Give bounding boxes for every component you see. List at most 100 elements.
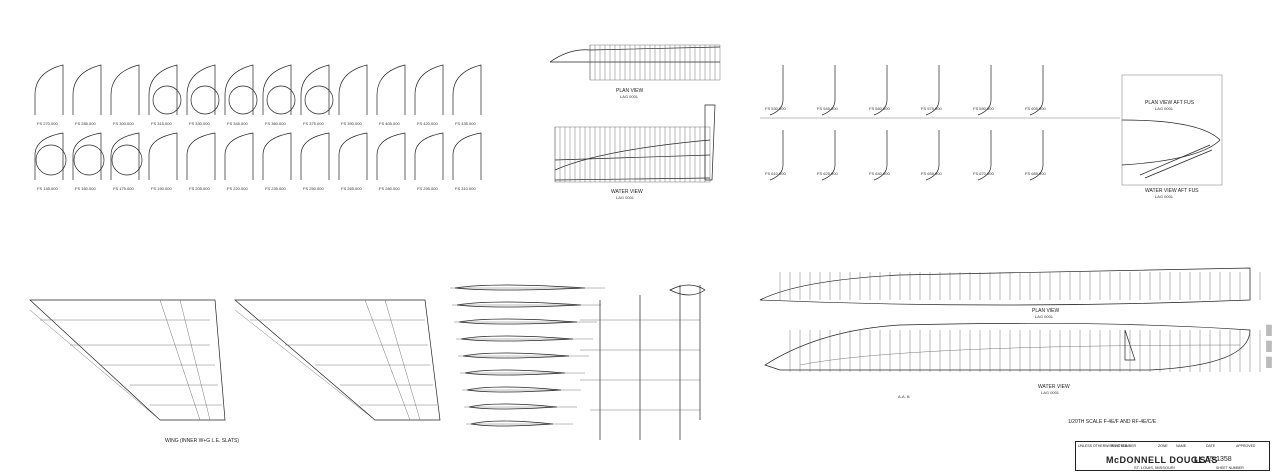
station-label: FS 220.000: [227, 186, 248, 191]
inlet-duct-circle: [35, 144, 67, 176]
lower-plan-view: PLAN VIEW LAG 0001: [759, 267, 1261, 319]
frame-station-label: FS 640.000: [869, 171, 890, 176]
unless-noted-label: UNLESS OTHERWISE NOTED: [1078, 444, 1128, 448]
station-label: FS 310.000: [455, 186, 476, 191]
airfoil-section: [468, 403, 558, 410]
airfoil-section: [460, 335, 574, 342]
station-label: FS 175.000: [113, 186, 134, 191]
frame-station-label: FS 685.000: [1025, 171, 1046, 176]
plan-view-sub: LAG 0001: [620, 94, 639, 99]
inlet-duct-circle: [304, 85, 334, 115]
frame-outline: [873, 130, 888, 181]
cross-section-outline: [414, 132, 444, 180]
lower-water-label: WATER VIEW: [1038, 384, 1070, 390]
airfoil-sections: [450, 284, 605, 427]
drawing-prefix: LS: [1194, 455, 1206, 465]
aft-water-sub: LAG 0001: [1155, 194, 1174, 199]
cross-section-outline: [376, 132, 406, 180]
upper-plan-view: PLAN VIEW LAG 0001: [549, 44, 721, 99]
frame-outline: [925, 130, 940, 181]
frame-outline: [769, 130, 784, 181]
approved-label: APPROVED: [1236, 444, 1256, 448]
station-label: FS 295.000: [417, 186, 438, 191]
cross-section-outline: [186, 64, 216, 115]
frame-station-label: FS 560.000: [869, 106, 890, 111]
frame-outline: [769, 65, 784, 116]
cross-section-outline: [262, 64, 292, 115]
frame-station-label: FS 605.000: [1025, 106, 1046, 111]
airfoil-section: [456, 301, 582, 308]
frame-outline: [1029, 130, 1044, 181]
cross-section-outline: [110, 64, 140, 115]
inlet-duct-circle: [111, 144, 143, 176]
company-name: McDONNELL DOUGLAS: [1106, 455, 1218, 465]
date-label: DATE: [1206, 444, 1216, 448]
airfoil-section: [454, 284, 586, 291]
frame-outline: [821, 65, 836, 116]
lower-water-sub: LAG 0001: [1041, 390, 1060, 395]
station-label: FS 280.000: [379, 186, 400, 191]
stab-sections: [580, 284, 706, 440]
airfoil-section: [462, 352, 570, 359]
frame-station-label: FS 545.000: [817, 106, 838, 111]
sheet-number-label: SHEET NUMBER: [1216, 466, 1244, 470]
drawing-number: 55-1358: [1206, 456, 1232, 463]
airfoil-section: [458, 318, 578, 325]
station-label: FS 265.000: [341, 186, 362, 191]
station-label: FS 190.000: [151, 186, 172, 191]
cross-section-outline: [452, 132, 482, 180]
aft-water-label: WATER VIEW AFT FUS: [1145, 188, 1199, 194]
cross-section-outline: [414, 64, 444, 115]
station-label: FS 360.000: [265, 121, 286, 126]
cross-section-outline: [224, 132, 254, 180]
company-location: ST. LOUIS, MISSOURI: [1134, 465, 1175, 470]
wing-planform-right: [234, 299, 441, 421]
cross-section-outline: [452, 64, 482, 115]
cross-section-outline: [338, 64, 368, 115]
scale-note: 1/20TH SCALE F-4E/F AND RF-4E/C/E: [1068, 419, 1157, 425]
cross-section-outline: [300, 132, 330, 180]
cross-section-outline: [224, 64, 254, 115]
station-label: FS 285.000: [75, 121, 96, 126]
station-label: FS 435.000: [455, 121, 476, 126]
airfoil-section: [466, 386, 562, 393]
frame-station-label: FS 655.000: [921, 171, 942, 176]
cross-section-outline: [186, 132, 216, 180]
wing-planform-left: [29, 299, 226, 421]
zone-label: ZONE: [1158, 444, 1168, 448]
cross-section-outline: [262, 132, 292, 180]
section-mark: A-A, B: [898, 394, 910, 399]
lower-plan-label: PLAN VIEW: [1032, 308, 1060, 314]
station-label: FS 420.000: [417, 121, 438, 126]
station-label: FS 270.000: [37, 121, 58, 126]
frame-outline: [821, 130, 836, 181]
frame-station-label: FS 530.000: [765, 106, 786, 111]
title-block: UNLESS OTHERWISE NOTED PART NUMBER ZONE …: [1075, 441, 1270, 471]
cross-section-outline: [338, 132, 368, 180]
cross-section-outline: [72, 64, 102, 115]
frame-outline: [977, 130, 992, 181]
frame-station-label: FS 670.000: [973, 171, 994, 176]
station-label: FS 145.000: [37, 186, 58, 191]
station-label: FS 315.000: [151, 121, 172, 126]
frame-outline: [977, 65, 992, 116]
station-label: FS 390.000: [341, 121, 362, 126]
lower-plan-sub: LAG 0001: [1035, 314, 1054, 319]
airfoil-section: [470, 420, 554, 427]
frame-outline: [873, 65, 888, 116]
cross-section-outline: [300, 64, 330, 115]
upper-water-view: WATER VIEW LAG 0001: [554, 104, 716, 200]
frame-station-label: FS 610.000: [765, 171, 786, 176]
inlet-duct-circle: [190, 85, 220, 115]
lower-left-caption: WING (INNER W+G L.E. SLATS): [165, 438, 239, 444]
plan-view-label: PLAN VIEW: [616, 88, 644, 94]
station-label: FS 250.000: [303, 186, 324, 191]
edge-stamp: ▮▮▮: [1262, 322, 1278, 370]
inlet-duct-circle: [228, 85, 258, 115]
cross-section-outline: [148, 132, 178, 180]
frame-station-label: FS 590.000: [973, 106, 994, 111]
cross-section-outline: [72, 132, 102, 180]
cross-section-outline: [34, 64, 64, 115]
station-label: FS 375.000: [303, 121, 324, 126]
